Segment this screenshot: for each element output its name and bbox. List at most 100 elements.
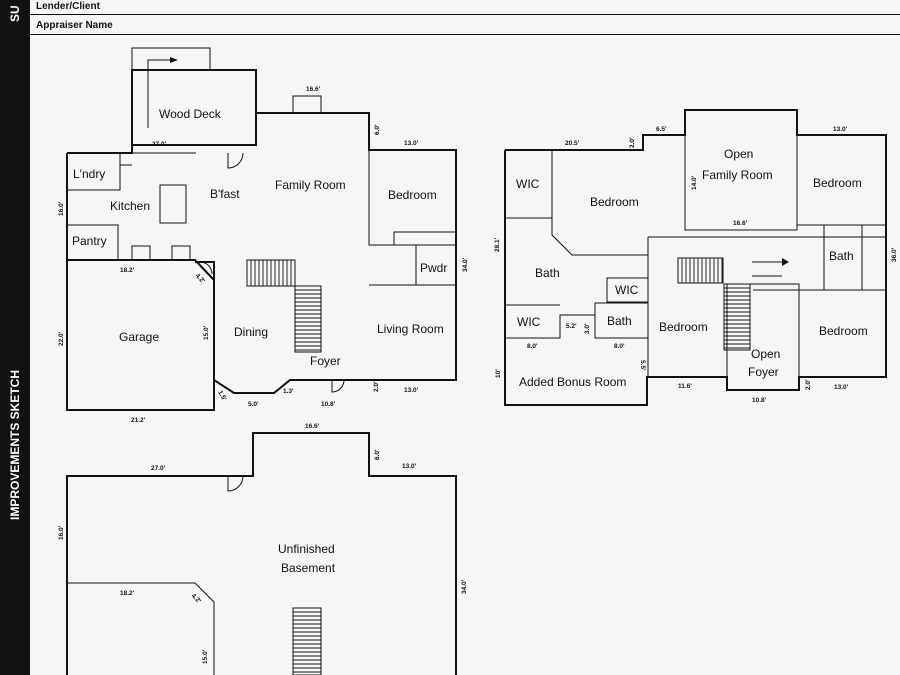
dim-base-15: 15.0' <box>202 649 209 664</box>
room-bath-right: Bath <box>829 249 854 263</box>
breakfast-door <box>227 152 244 169</box>
dim-main-two: 2.0' <box>373 381 380 392</box>
room-bedroom-lr: Bedroom <box>819 324 868 338</box>
basement-stairs-treads <box>293 611 321 673</box>
room-family: Family Room <box>275 178 346 192</box>
main-stairs-run <box>294 285 322 353</box>
header-rule-1 <box>30 14 900 15</box>
room-open-foyer-1: Open <box>751 347 780 361</box>
dim-bay-b: 5.0' <box>248 401 259 408</box>
dim-up-14: 14.0' <box>691 175 698 190</box>
room-foyer: Foyer <box>310 354 341 368</box>
dim-up-8a: 8.0' <box>527 343 538 350</box>
room-bath-mid: Bath <box>607 314 632 328</box>
dim-up-2b: 2.0' <box>805 379 812 390</box>
dim-bay-a: 1.5' <box>216 390 228 403</box>
room-laundry: L'ndry <box>73 167 105 181</box>
dim-main-front: 10.8' <box>321 401 336 408</box>
room-bedroom-right: Bedroom <box>813 176 862 190</box>
dim-base-left16: 16.0' <box>58 525 65 540</box>
dim-up-205: 20.5' <box>565 140 580 147</box>
dim-up-8b: 8.0' <box>614 343 625 350</box>
open-foyer-outline <box>726 283 800 391</box>
wic-mid-box <box>606 277 649 303</box>
dim-bay-c: 1.3' <box>283 388 294 395</box>
basement-stairs <box>292 607 322 675</box>
section-sidebar: SU IMPROVEMENTS SKETCH <box>0 0 30 675</box>
bedroom-left-walls <box>551 150 648 256</box>
dim-garage-bottom: 21.2' <box>131 417 146 424</box>
upper-stairs-treads-run <box>724 287 750 349</box>
upper-stairs-landing <box>677 257 724 284</box>
kitchen-appliance-2 <box>171 245 191 261</box>
dim-main-deck: 27.0' <box>152 141 167 148</box>
dim-up-116: 11.6' <box>678 383 692 390</box>
dim-up-55: 5.5' <box>639 360 646 371</box>
room-pantry: Pantry <box>72 234 107 248</box>
kitchen-appliance-1 <box>131 245 151 261</box>
room-wic-mid: WIC <box>615 283 639 297</box>
main-exterior-walls-south <box>213 379 372 394</box>
closet-walls <box>393 231 456 245</box>
bedroom-walls <box>368 150 456 246</box>
room-open-foyer-2: Foyer <box>748 365 779 379</box>
lender-client-label: Lender/Client <box>36 1 100 12</box>
room-powder: Pwdr <box>420 261 447 275</box>
dim-base-34: 34.0' <box>461 579 468 594</box>
basement-garage-wall <box>67 582 215 675</box>
garage-door-swing <box>199 261 213 275</box>
front-door <box>331 379 345 393</box>
upper-exterior-walls <box>504 109 887 406</box>
bath-mid-box <box>594 302 649 339</box>
dim-up-281: 28.1' <box>494 237 501 252</box>
dim-garage-inner: 15.0' <box>203 325 210 340</box>
deck-arrow-head <box>170 57 178 63</box>
dim-base-six: 6.0' <box>374 449 381 460</box>
dim-main-left16: 16.0' <box>58 201 65 216</box>
basement-plan: Unfinished Basement 16.6' 27.0' 6.0' 13.… <box>58 423 468 675</box>
dim-up-30: 3.0' <box>584 323 591 334</box>
room-bonus: Added Bonus Room <box>519 375 626 389</box>
kitchen-island <box>159 184 187 224</box>
main-stairs-treads-landing <box>250 260 292 286</box>
dim-base-42: 4.2' <box>190 592 203 605</box>
room-wood-deck: Wood Deck <box>159 107 222 121</box>
room-bedroom-mid: Bedroom <box>659 320 708 334</box>
room-living: Living Room <box>377 322 444 336</box>
dim-up-13: 13.0' <box>833 126 848 133</box>
dim-up-108: 10.8' <box>752 397 767 404</box>
dim-main-bed-top: 13.0' <box>404 140 419 147</box>
dim-main-six: 6.0' <box>374 124 381 135</box>
dim-up-52: 5.2' <box>566 323 577 330</box>
dim-base-182: 18.2' <box>120 590 135 597</box>
upper-floor-plan: WIC Bedroom Open Family Room Bedroom Bat… <box>494 109 898 406</box>
dim-up-2: 2.0' <box>629 137 636 148</box>
dim-garage-angle: 4.2' <box>194 272 207 285</box>
dim-base-top: 16.6' <box>305 423 320 430</box>
room-bath-left: Bath <box>535 266 560 280</box>
room-basement-1: Unfinished <box>278 542 335 556</box>
dim-up-13b: 13.0' <box>834 384 849 391</box>
dim-lr-bottom: 13.0' <box>404 387 419 394</box>
upper-stair-arrow-head <box>782 258 789 266</box>
room-kitchen: Kitchen <box>110 199 150 213</box>
room-wic-left: WIC <box>516 177 540 191</box>
room-basement-2: Basement <box>281 561 336 575</box>
dim-garage-left: 22.0' <box>58 331 65 346</box>
deck-arrow <box>147 59 176 128</box>
basement-door <box>227 475 244 492</box>
room-bedroom-left: Bedroom <box>590 195 639 209</box>
room-bedroom-main: Bedroom <box>388 188 437 202</box>
main-stairs-treads-run <box>295 289 321 351</box>
dim-up-10: 10' <box>495 369 502 378</box>
room-breakfast: B'fast <box>210 187 240 201</box>
room-garage: Garage <box>119 330 159 344</box>
room-open-family-1: Open <box>724 147 753 161</box>
garage-exterior-walls <box>66 153 215 411</box>
dim-base-left-top: 27.0' <box>151 465 166 472</box>
dim-up-65: 6.5' <box>656 126 667 133</box>
dim-main-top: 16.6' <box>306 86 321 93</box>
dim-garage-top: 18.2' <box>120 267 135 274</box>
dim-up-166: 16.6' <box>733 220 748 227</box>
